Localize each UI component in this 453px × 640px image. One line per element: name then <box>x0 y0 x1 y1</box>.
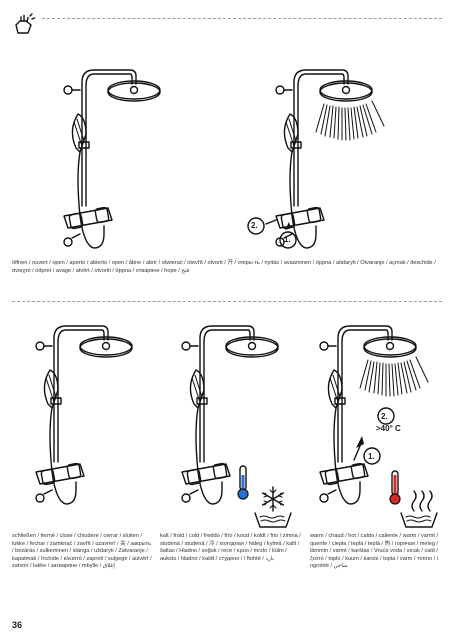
caption-warm: warm / chaud / hot / caldo / caliente / … <box>310 533 439 570</box>
thermometer-cold-icon <box>237 465 249 500</box>
shower-illustration-2 <box>247 69 385 249</box>
thermometer-warm-icon <box>389 470 401 505</box>
warm-step-2-label: 2. <box>381 412 388 421</box>
warm-step-1-label: 1. <box>368 452 375 461</box>
hand-gesture-icon <box>15 13 36 34</box>
shower-illustration-3 <box>35 325 133 505</box>
step-1-marker <box>279 231 297 249</box>
shower-illustration-5 <box>319 325 429 505</box>
caption-cold: kalt / froid / cold / freddo / frío / ko… <box>160 533 301 562</box>
step-1-label: 1. <box>284 235 291 244</box>
water-bowl-cold-icon <box>254 512 292 528</box>
top-divider <box>42 18 442 19</box>
caption-open: öffnen / ouvert / open / aperto / abiert… <box>12 260 436 274</box>
shower-illustration-1 <box>63 69 161 249</box>
page-number: 36 <box>12 620 23 630</box>
middle-divider <box>12 301 442 302</box>
step-2-marker <box>247 217 265 235</box>
arrow-icon <box>285 222 291 230</box>
caption-close: schließen / fermé / close / chiudere / c… <box>12 533 152 570</box>
temperature-label: >40° C <box>376 424 401 433</box>
water-bowl-warm-icon <box>400 512 438 528</box>
steam-icon <box>411 490 433 512</box>
step-2-label: 2. <box>251 221 258 230</box>
snowflake-icon <box>261 486 285 512</box>
